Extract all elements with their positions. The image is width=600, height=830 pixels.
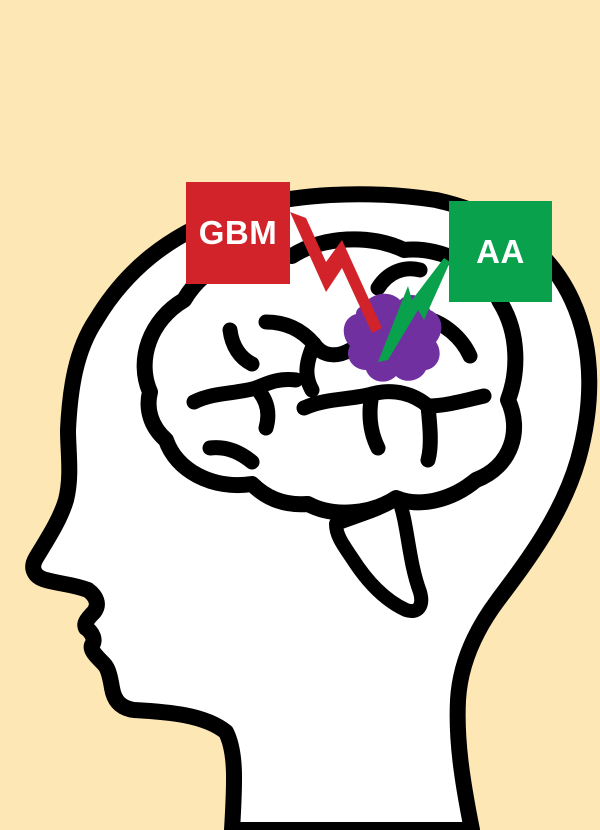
aa-label: AA <box>476 232 525 270</box>
lightning-bolt-icon <box>290 212 382 333</box>
brain-stem-icon <box>329 491 429 618</box>
lightning-bolt-icon <box>378 258 450 362</box>
gbm-label-box: GBM <box>186 182 290 284</box>
aa-label-box: AA <box>449 201 552 302</box>
gbm-label: GBM <box>198 214 278 251</box>
